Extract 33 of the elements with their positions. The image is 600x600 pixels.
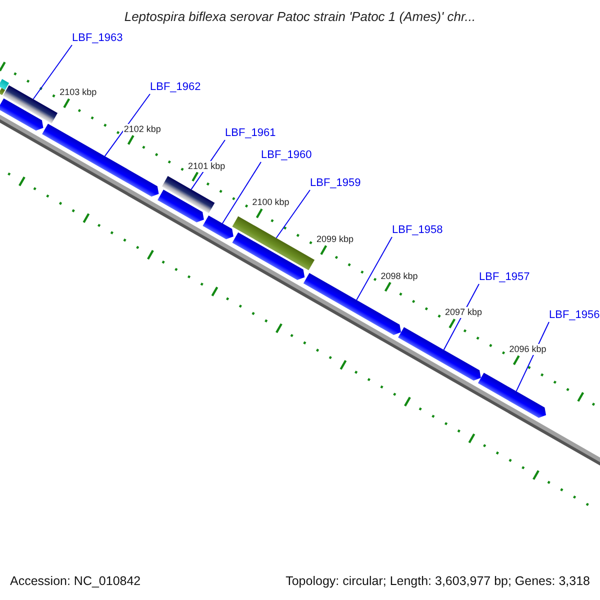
scale-label: 2098 kbp bbox=[380, 270, 419, 282]
gene-feature bbox=[478, 372, 546, 418]
leader-line bbox=[222, 162, 262, 224]
gene-feature bbox=[158, 190, 204, 222]
gene-label: LBF_1959 bbox=[310, 177, 361, 190]
gene-label: LBF_1962 bbox=[150, 81, 201, 94]
gene-label: LBF_1961 bbox=[225, 127, 276, 140]
leader-line bbox=[356, 236, 392, 301]
gene-label: LBF_1957 bbox=[479, 271, 530, 284]
gene-feature bbox=[398, 327, 481, 381]
scale-label: 2103 kbp bbox=[58, 87, 98, 98]
gene-label: LBF_1960 bbox=[261, 149, 312, 162]
scale-label: 2101 kbp bbox=[187, 160, 226, 172]
leader-line bbox=[276, 190, 310, 239]
scale-label: 2100 kbp bbox=[251, 197, 290, 208]
info-text: Topology: circular; Length: 3,603,977 bp; Genes: 3,318 bbox=[286, 574, 590, 589]
gene-feature bbox=[42, 124, 159, 197]
gene-feature bbox=[303, 273, 402, 336]
scale-label: 2097 kbp bbox=[444, 307, 484, 318]
leader-line bbox=[104, 94, 150, 157]
gene-feature bbox=[0, 98, 44, 131]
gene-feature bbox=[232, 232, 305, 280]
gene-label: LBF_1956 bbox=[549, 309, 600, 322]
title: Leptospira biflexa serovar Patoc strain 'Patoc 1 (Ames)' chr... bbox=[123, 9, 477, 24]
scale-label: 2102 kbp bbox=[122, 124, 162, 135]
scale-label: 2099 kbp bbox=[316, 234, 355, 246]
info-text: Accession: NC_010842 bbox=[10, 574, 141, 589]
gene-feature bbox=[202, 215, 234, 240]
leader-line bbox=[32, 44, 72, 100]
gene-feature bbox=[0, 88, 6, 96]
scale-label: 2096 kbp bbox=[508, 344, 548, 356]
gene-label: LBF_1958 bbox=[392, 224, 443, 237]
gene-label: LBF_1963 bbox=[72, 32, 123, 45]
